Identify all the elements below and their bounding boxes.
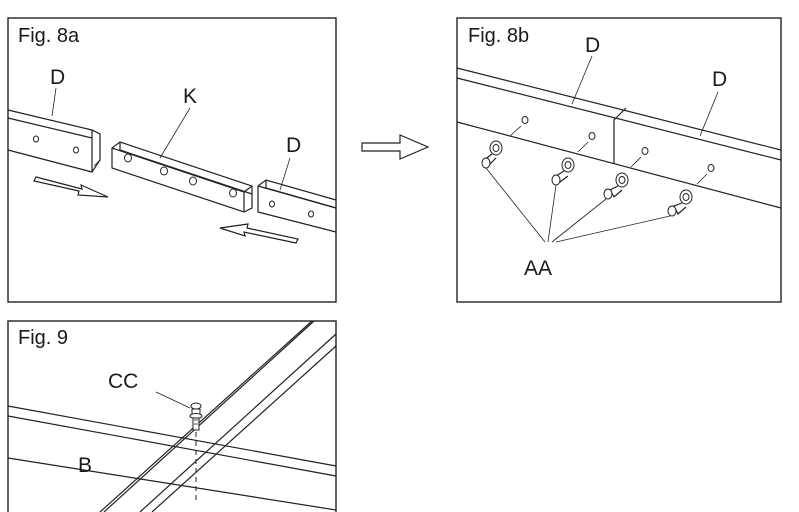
label-k: K	[183, 85, 197, 108]
label-d-right: D	[712, 68, 727, 91]
label-b: B	[78, 454, 92, 477]
fig-8a-panel: Fig. 8a D K	[7, 17, 337, 303]
hole	[521, 116, 529, 124]
label-d-left: D	[585, 34, 600, 57]
hole	[124, 153, 132, 163]
rail-d-right	[257, 179, 337, 233]
hole	[641, 147, 649, 155]
fig-8b-panel: Fig. 8b D D	[456, 17, 782, 303]
label-d-left: D	[50, 66, 65, 89]
bolt-aa	[603, 172, 629, 200]
hole	[308, 210, 314, 218]
diagonal-beam	[99, 320, 337, 512]
label-cc: CC	[108, 370, 138, 393]
fig-9-title: Fig. 9	[18, 327, 68, 349]
fig-8b-title: Fig. 8b	[468, 25, 529, 47]
connector-k	[111, 141, 253, 213]
hole	[73, 146, 79, 154]
hole	[588, 132, 596, 140]
rail-assembly	[456, 67, 782, 209]
arrow-left-icon	[219, 223, 299, 244]
hole	[229, 188, 237, 198]
label-d-right: D	[286, 134, 301, 157]
hole	[33, 135, 39, 143]
hole	[189, 176, 197, 186]
arrow-right-icon	[33, 176, 109, 198]
bolt-cc	[189, 402, 203, 431]
next-step-arrow-icon	[361, 134, 430, 160]
hole	[160, 166, 168, 176]
hole	[707, 164, 715, 172]
fig-8a-frame	[7, 17, 337, 303]
bolt-aa	[481, 140, 503, 169]
rail-d-left	[7, 109, 101, 173]
beam-b	[7, 405, 337, 511]
bolt-aa	[551, 157, 575, 186]
bolt-aa	[667, 189, 693, 217]
hole	[269, 200, 275, 208]
label-aa: AA	[524, 257, 552, 280]
fig-8b-frame	[456, 17, 782, 303]
fig-9-panel: Fig. 9 B CC	[7, 320, 337, 512]
fig-8a-title: Fig. 8a	[18, 25, 80, 47]
